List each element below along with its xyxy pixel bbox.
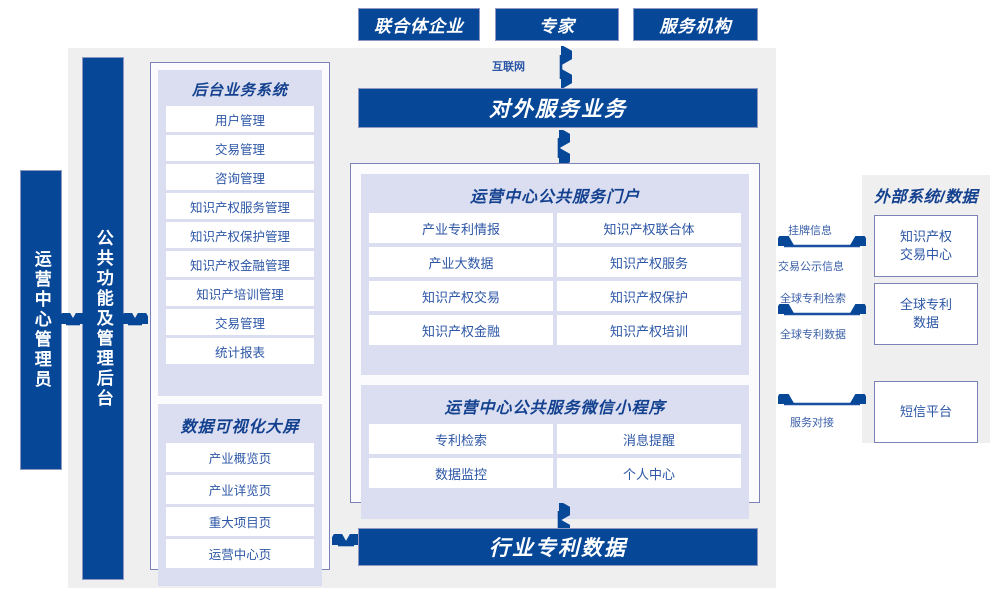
portal-item-2[interactable]: 产业大数据 [369,247,553,277]
external-systems-title: 外部系统/数据 [874,189,978,206]
dataviz-item-1[interactable]: 产业详览页 [166,475,314,504]
portal-item-0[interactable]: 产业专利情报 [369,213,553,243]
backend-item-6[interactable]: 知识产培训管理 [166,280,314,306]
industry-patent-data-label: 行业专利数据 [489,537,627,560]
backend-item-4[interactable]: 知识产权保护管理 [166,222,314,248]
external-connector-arrow-1 [778,304,866,324]
actor-box-service-org[interactable]: 服务机构 [633,8,758,41]
portal-item-1[interactable]: 知识产权联合体 [557,213,741,243]
external-box-global-patent-data-label: 全球专利 数据 [899,296,952,330]
miniprogram-grid: 专利检索 消息提醒 数据监控 个人中心 [369,424,741,488]
modules-to-patentdata-arrow [332,534,360,556]
external-box-ip-trading-center-label: 知识产权 交易中心 [899,228,952,262]
backend-item-1[interactable]: 交易管理 [166,135,314,161]
backend-item-0[interactable]: 用户管理 [166,106,314,132]
backend-item-5[interactable]: 知识产权金融管理 [166,251,314,277]
external-box-ip-trading-center[interactable]: 知识产权 交易中心 [874,215,978,277]
external-edge-label-0-above: 挂牌信息 [788,225,832,237]
external-service-bar[interactable]: 对外服务业务 [358,88,758,128]
miniprogram-item-1[interactable]: 消息提醒 [557,424,741,454]
actor-box-consortium-label: 联合体企业 [374,17,464,36]
external-edge-label-1-above: 全球专利检索 [780,293,846,305]
actor-box-expert[interactable]: 专家 [495,8,619,41]
portal-item-7[interactable]: 知识产权培训 [557,315,741,345]
backend-item-2[interactable]: 咨询管理 [166,164,314,190]
dataviz-item-0[interactable]: 产业概览页 [166,443,314,472]
left-bar-operations-admin-label: 运营中心管理员 [31,250,51,390]
actor-box-service-org-label: 服务机构 [659,17,732,36]
external-edge-label-0-below: 交易公示信息 [778,261,844,273]
center-to-patentdata-arrow [548,503,570,537]
external-box-sms-platform-label: 短信平台 [899,403,952,419]
miniprogram-title: 运营中心公共服务微信小程序 [444,400,666,417]
left-bar-common-backend-label: 公共功能及管理后台 [93,228,113,409]
miniprogram-item-3[interactable]: 个人中心 [557,458,741,488]
dataviz-item-2[interactable]: 重大项目页 [166,507,314,536]
external-box-sms-platform[interactable]: 短信平台 [874,381,978,443]
miniprogram-panel: 运营中心公共服务微信小程序 专利检索 消息提醒 数据监控 个人中心 [361,385,749,519]
dataviz-item-3[interactable]: 运营中心页 [166,539,314,568]
external-connector-arrow-0 [778,236,866,256]
admin-to-backend-arrow [60,313,86,335]
data-visualization-title: 数据可视化大屏 [180,419,300,436]
left-modules-wrapper: 后台业务系统 用户管理 交易管理 咨询管理 知识产权服务管理 知识产权保护管理 … [150,62,330,586]
backend-item-8[interactable]: 统计报表 [166,338,314,364]
center-services-wrapper: 运营中心公共服务门户 产业专利情报 知识产权联合体 产业大数据 知识产权服务 知… [350,163,760,519]
miniprogram-item-2[interactable]: 数据监控 [369,458,553,488]
internet-label: 互联网 [492,61,525,73]
external-edge-label-1-below: 全球专利数据 [780,329,846,341]
left-bar-operations-admin[interactable]: 运营中心管理员 [20,170,62,470]
backend-system-panel: 后台业务系统 用户管理 交易管理 咨询管理 知识产权服务管理 知识产权保护管理 … [158,70,322,396]
actor-box-expert-label: 专家 [539,17,575,36]
backend-item-3[interactable]: 知识产权服务管理 [166,193,314,219]
service-to-portal-arrow [548,130,570,166]
miniprogram-item-0[interactable]: 专利检索 [369,424,553,454]
left-bar-common-backend[interactable]: 公共功能及管理后台 [82,57,124,580]
external-service-bar-label: 对外服务业务 [489,98,627,121]
internet-connector-arrow [550,46,572,88]
portal-title: 运营中心公共服务门户 [469,189,640,206]
actor-box-consortium[interactable]: 联合体企业 [358,8,480,41]
external-box-global-patent-data[interactable]: 全球专利 数据 [874,283,978,345]
portal-grid: 产业专利情报 知识产权联合体 产业大数据 知识产权服务 知识产权交易 知识产权保… [369,213,741,345]
portal-item-3[interactable]: 知识产权服务 [557,247,741,277]
backend-to-modules-arrow [122,313,148,335]
backend-system-title: 后台业务系统 [191,82,288,99]
external-edge-label-2-below: 服务对接 [790,417,834,429]
external-connector-arrow-2 [778,394,866,414]
portal-item-4[interactable]: 知识产权交易 [369,281,553,311]
portal-item-5[interactable]: 知识产权保护 [557,281,741,311]
industry-patent-data-bar[interactable]: 行业专利数据 [358,528,758,566]
portal-item-6[interactable]: 知识产权金融 [369,315,553,345]
public-service-portal-panel: 运营中心公共服务门户 产业专利情报 知识产权联合体 产业大数据 知识产权服务 知… [361,174,749,375]
data-visualization-panel: 数据可视化大屏 产业概览页 产业详览页 重大项目页 运营中心页 [158,404,322,586]
backend-item-7[interactable]: 交易管理 [166,309,314,335]
